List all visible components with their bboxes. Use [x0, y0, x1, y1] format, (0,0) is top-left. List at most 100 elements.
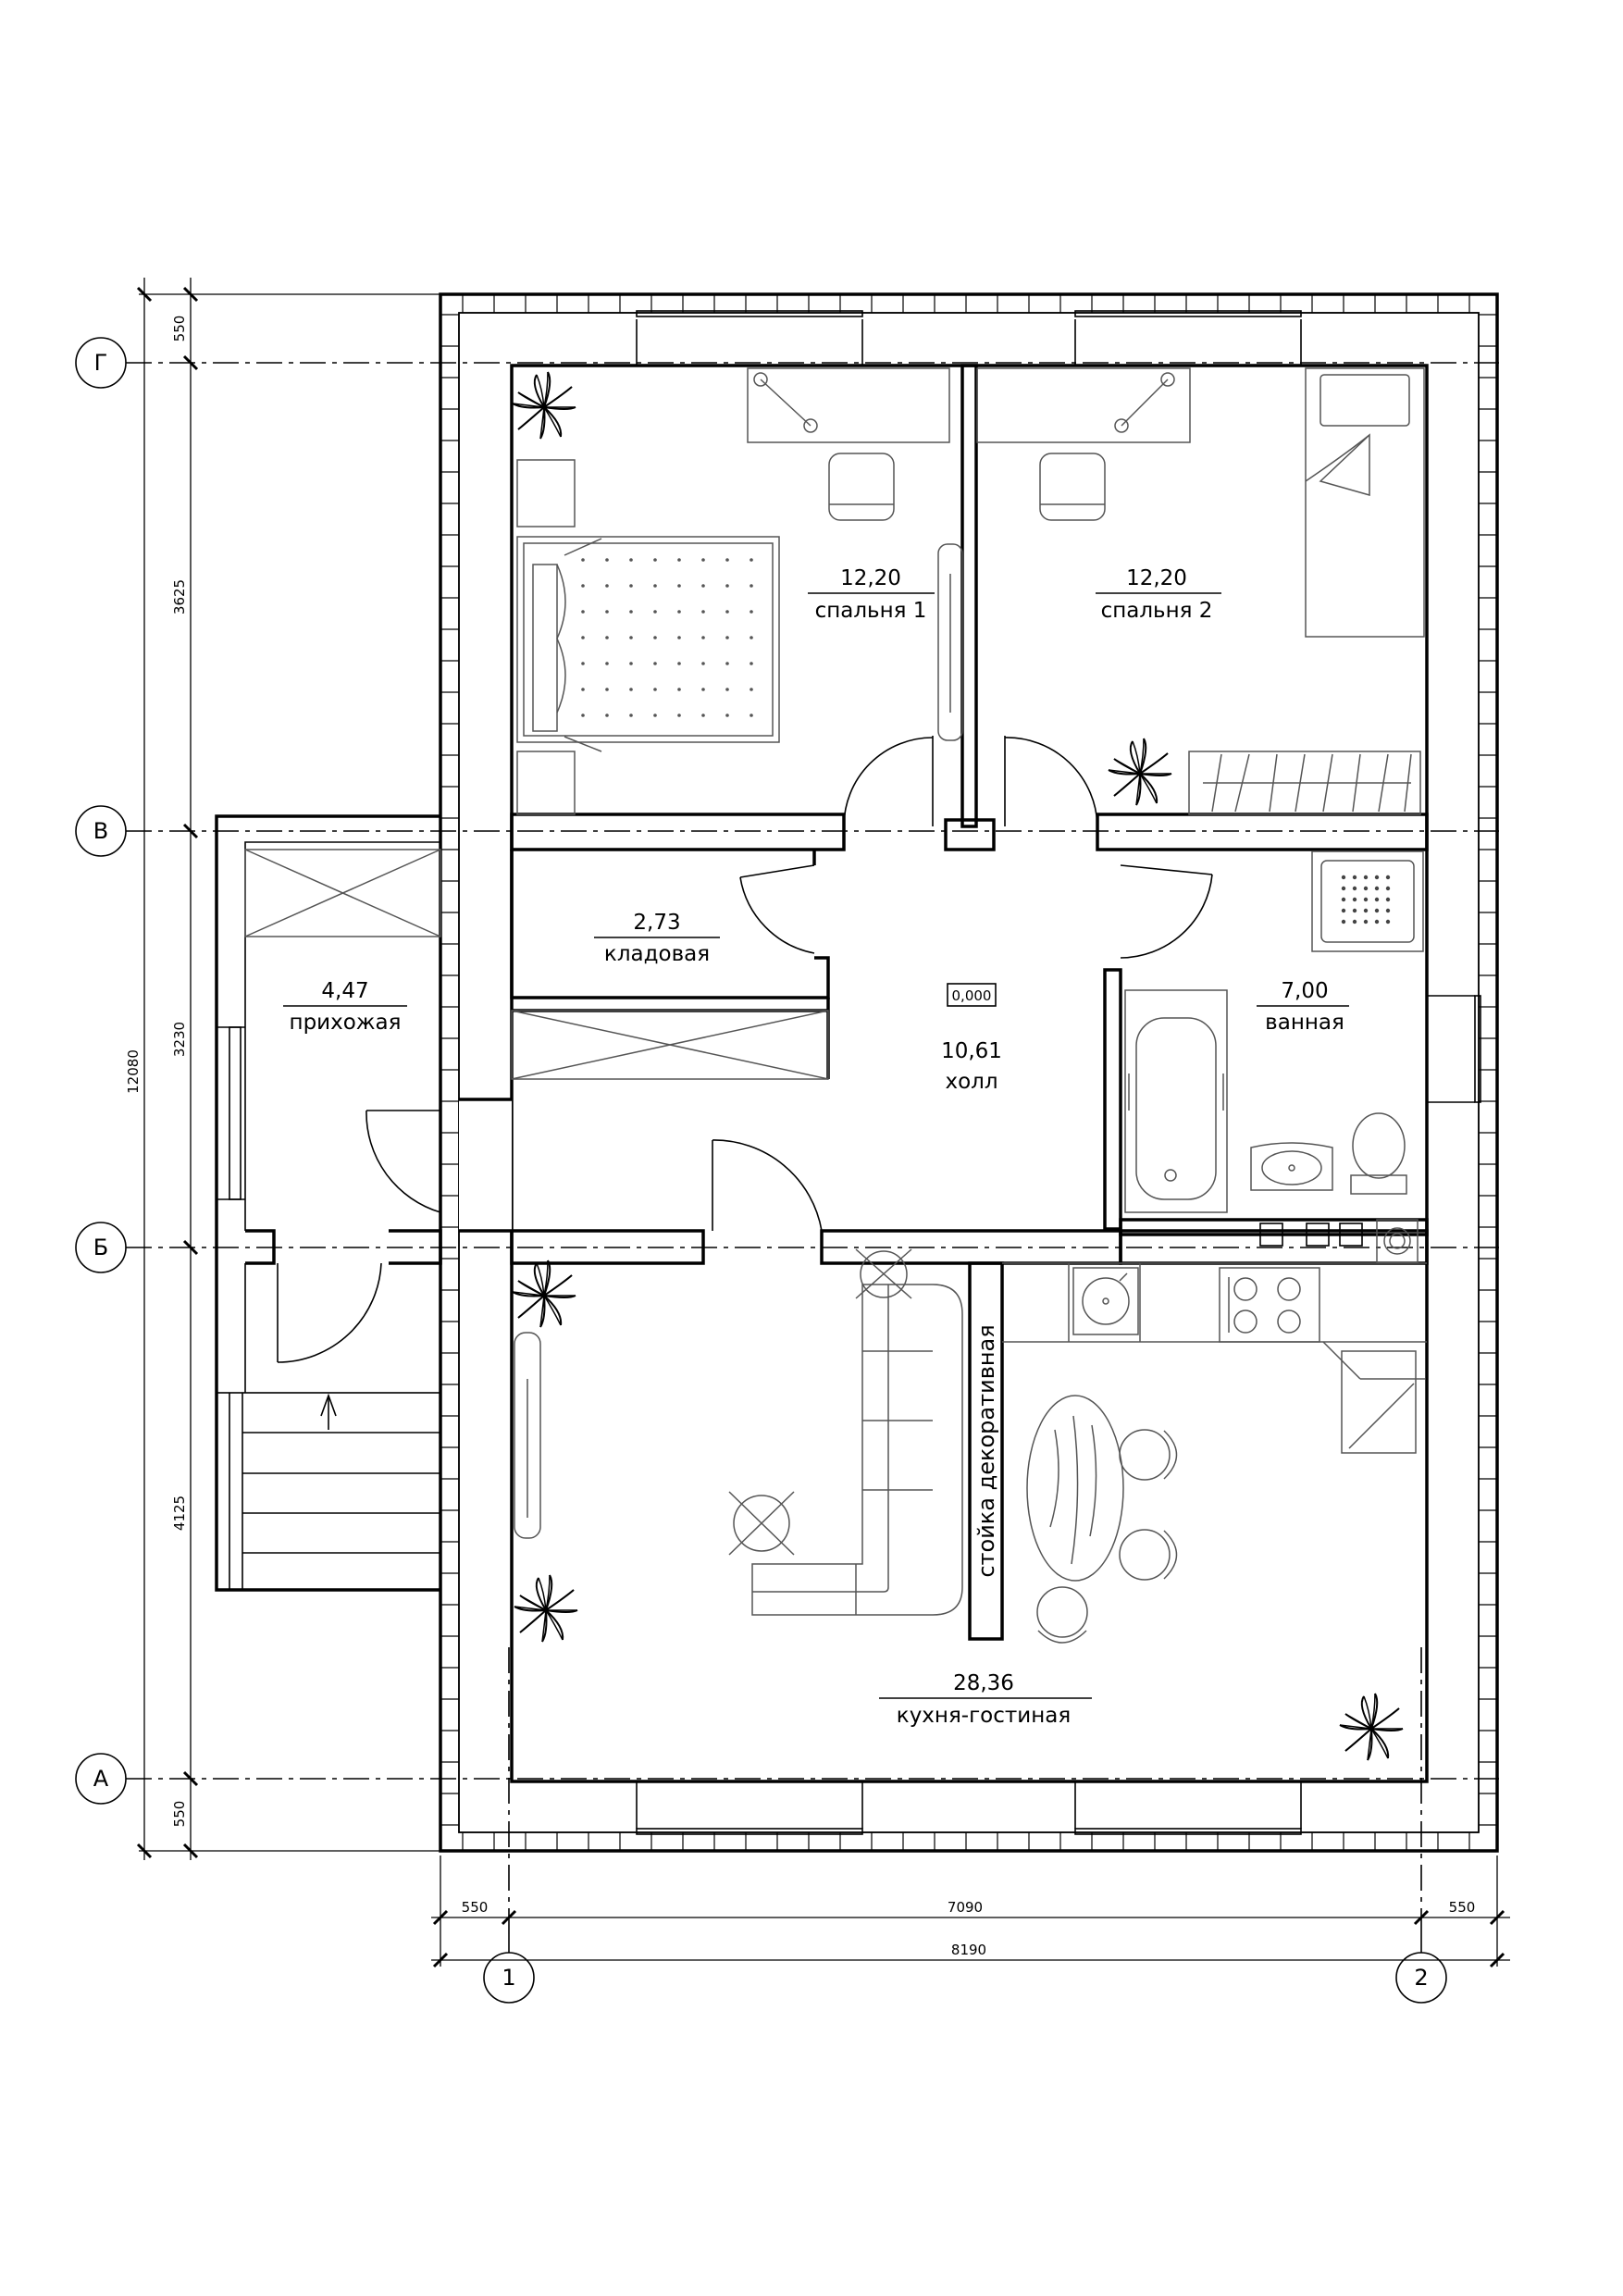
room-label-bedroom1: 12,20 спальня 1 [808, 566, 935, 623]
svg-text:550: 550 [462, 1899, 489, 1916]
tv-stand [514, 1332, 541, 1539]
axis-row-a: А [75, 1753, 127, 1805]
svg-text:Б: Б [93, 1235, 108, 1260]
bed-icon [516, 536, 780, 752]
chair-icon [828, 453, 895, 521]
svg-text:12080: 12080 [125, 1049, 142, 1094]
window-top-2 [1074, 310, 1302, 366]
room-label-kitchen: 28,36 кухня-гостиная [879, 1671, 1092, 1728]
bathroom-furniture [1124, 850, 1424, 1263]
shower-tray-icon [1311, 850, 1424, 952]
chair-icon [1039, 453, 1106, 521]
entrance-annex [215, 814, 442, 1592]
door-bedroom2 [1004, 736, 1098, 827]
plant-icon [512, 371, 576, 440]
svg-text:холл: холл [945, 1070, 997, 1094]
plant-icon [1108, 738, 1172, 806]
axis-row-g: Г [75, 337, 127, 389]
stairs-icon [216, 1392, 441, 1591]
doors [277, 736, 1213, 1363]
plants [512, 371, 1404, 1761]
svg-text:4125: 4125 [171, 1496, 188, 1531]
svg-text:550: 550 [1449, 1899, 1476, 1916]
window-bottom-2 [1074, 1781, 1302, 1835]
room-label-hall: 0,000 10,61 холл [941, 983, 1002, 1094]
decorative-partition-label: стойка декоративная [973, 1324, 999, 1577]
svg-text:2: 2 [1414, 1965, 1428, 1991]
toilet-icon [1350, 1112, 1407, 1195]
lamp-icon [855, 1248, 912, 1299]
svg-text:ванная: ванная [1265, 1011, 1344, 1035]
door-kitchen [712, 1139, 823, 1232]
bedroom2-furniture [976, 367, 1425, 815]
svg-text:стойка декоративная: стойка декоративная [973, 1324, 999, 1577]
svg-text:28,36: 28,36 [953, 1671, 1014, 1695]
svg-text:550: 550 [171, 316, 188, 342]
svg-text:12,20: 12,20 [1126, 566, 1187, 590]
desk-icon [976, 367, 1191, 443]
level-mark: 0,000 [952, 987, 992, 1004]
bathtub-icon [1124, 989, 1228, 1213]
vertical-dimensions: 550 3625 3230 4125 550 12080 [125, 278, 440, 1860]
wardrobe-icon [937, 543, 963, 741]
counter [1002, 1262, 1427, 1343]
svg-text:А: А [93, 1766, 109, 1792]
svg-text:12,20: 12,20 [840, 566, 901, 590]
kitchen-furniture [514, 1248, 1427, 1644]
bedroom1-furniture [516, 367, 963, 815]
plant-icon [512, 1260, 576, 1328]
range-hood [1322, 1341, 1425, 1454]
plant-icon [1339, 1693, 1404, 1761]
svg-text:В: В [93, 818, 108, 844]
axis-col-1: 1 [483, 1934, 535, 2004]
svg-text:Г: Г [94, 350, 108, 376]
axis-bubbles: Г В Б А 1 2 [75, 337, 1447, 2004]
axis-row-v: В [75, 805, 127, 857]
lamp-icon [728, 1491, 795, 1556]
svg-text:3230: 3230 [171, 1022, 188, 1057]
chair-icon [1036, 1429, 1178, 1644]
sink-icon [1250, 1142, 1333, 1191]
washing-machine-icon [1376, 1219, 1419, 1263]
axis-row-b: Б [75, 1222, 127, 1273]
sofa-icon [751, 1284, 963, 1616]
door-storage [739, 864, 815, 954]
svg-text:кухня-гостиная: кухня-гостиная [897, 1704, 1071, 1728]
bed-icon [1305, 367, 1425, 638]
svg-text:прихожая: прихожая [290, 1011, 402, 1035]
svg-text:спальня 1: спальня 1 [815, 599, 927, 623]
stove-icon [1219, 1267, 1320, 1343]
room-label-entrance: 4,47 прихожая [283, 979, 407, 1035]
plant-icon [514, 1574, 578, 1643]
window-bottom-1 [636, 1781, 863, 1835]
svg-text:спальня 2: спальня 2 [1101, 599, 1213, 623]
svg-text:2,73: 2,73 [633, 911, 680, 935]
svg-text:10,61: 10,61 [941, 1039, 1002, 1063]
axis-lines [126, 362, 1499, 1934]
svg-text:1: 1 [502, 1965, 515, 1991]
window-right [1427, 995, 1481, 1103]
svg-text:3625: 3625 [171, 579, 188, 614]
svg-text:4,47: 4,47 [321, 979, 368, 1003]
svg-text:550: 550 [171, 1801, 188, 1828]
dining-table-icon [1026, 1395, 1124, 1582]
wardrobe-icon [1188, 751, 1421, 815]
svg-text:7,00: 7,00 [1281, 979, 1328, 1003]
svg-text:8190: 8190 [951, 1942, 986, 1958]
room-label-bedroom2: 12,20 спальня 2 [1096, 566, 1221, 623]
door-exterior [277, 1262, 382, 1363]
horizontal-dimensions: 550 7090 550 8190 [431, 1855, 1510, 1968]
bath-fittings [1259, 1222, 1363, 1247]
kitchen-sink-icon [1072, 1267, 1139, 1335]
door-bedroom1 [843, 736, 934, 827]
axis-col-2: 2 [1395, 1934, 1447, 2004]
door-entrance-hall [365, 1110, 441, 1213]
room-label-bathroom: 7,00 ванная [1257, 979, 1349, 1035]
nightstand-icon [516, 459, 576, 815]
interior-walls [459, 364, 1429, 1641]
door-bathroom [1120, 864, 1213, 959]
window-top-1 [636, 310, 863, 366]
svg-text:кладовая: кладовая [604, 942, 710, 966]
desk-icon [747, 367, 950, 443]
